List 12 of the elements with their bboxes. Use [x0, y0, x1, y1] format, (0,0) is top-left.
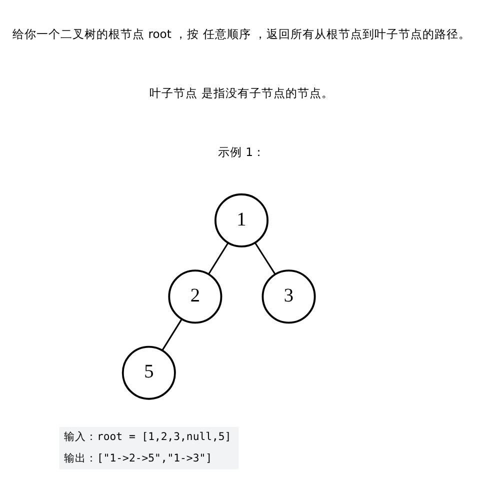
label: 给你一个二叉树的根节点 root ，按 任意顺序 ，返回所有从根节点到叶子节点的路径。 — [12, 27, 470, 42]
node-circle: 2 — [168, 270, 222, 324]
connector — [162, 318, 182, 351]
node-circle: 3 — [262, 270, 316, 324]
label: 示例 1： — [218, 144, 266, 159]
node-circle: 1 — [214, 193, 268, 248]
connector — [208, 242, 229, 275]
label: 输入：root = [1,2,3,null,5] — [64, 430, 232, 444]
label: 输出：["1->2->5","1->3"] — [64, 451, 212, 464]
label: 叶子节点 是指没有子节点的节点。 — [150, 86, 334, 100]
node-circle: 5 — [122, 346, 176, 400]
connector — [254, 242, 276, 275]
